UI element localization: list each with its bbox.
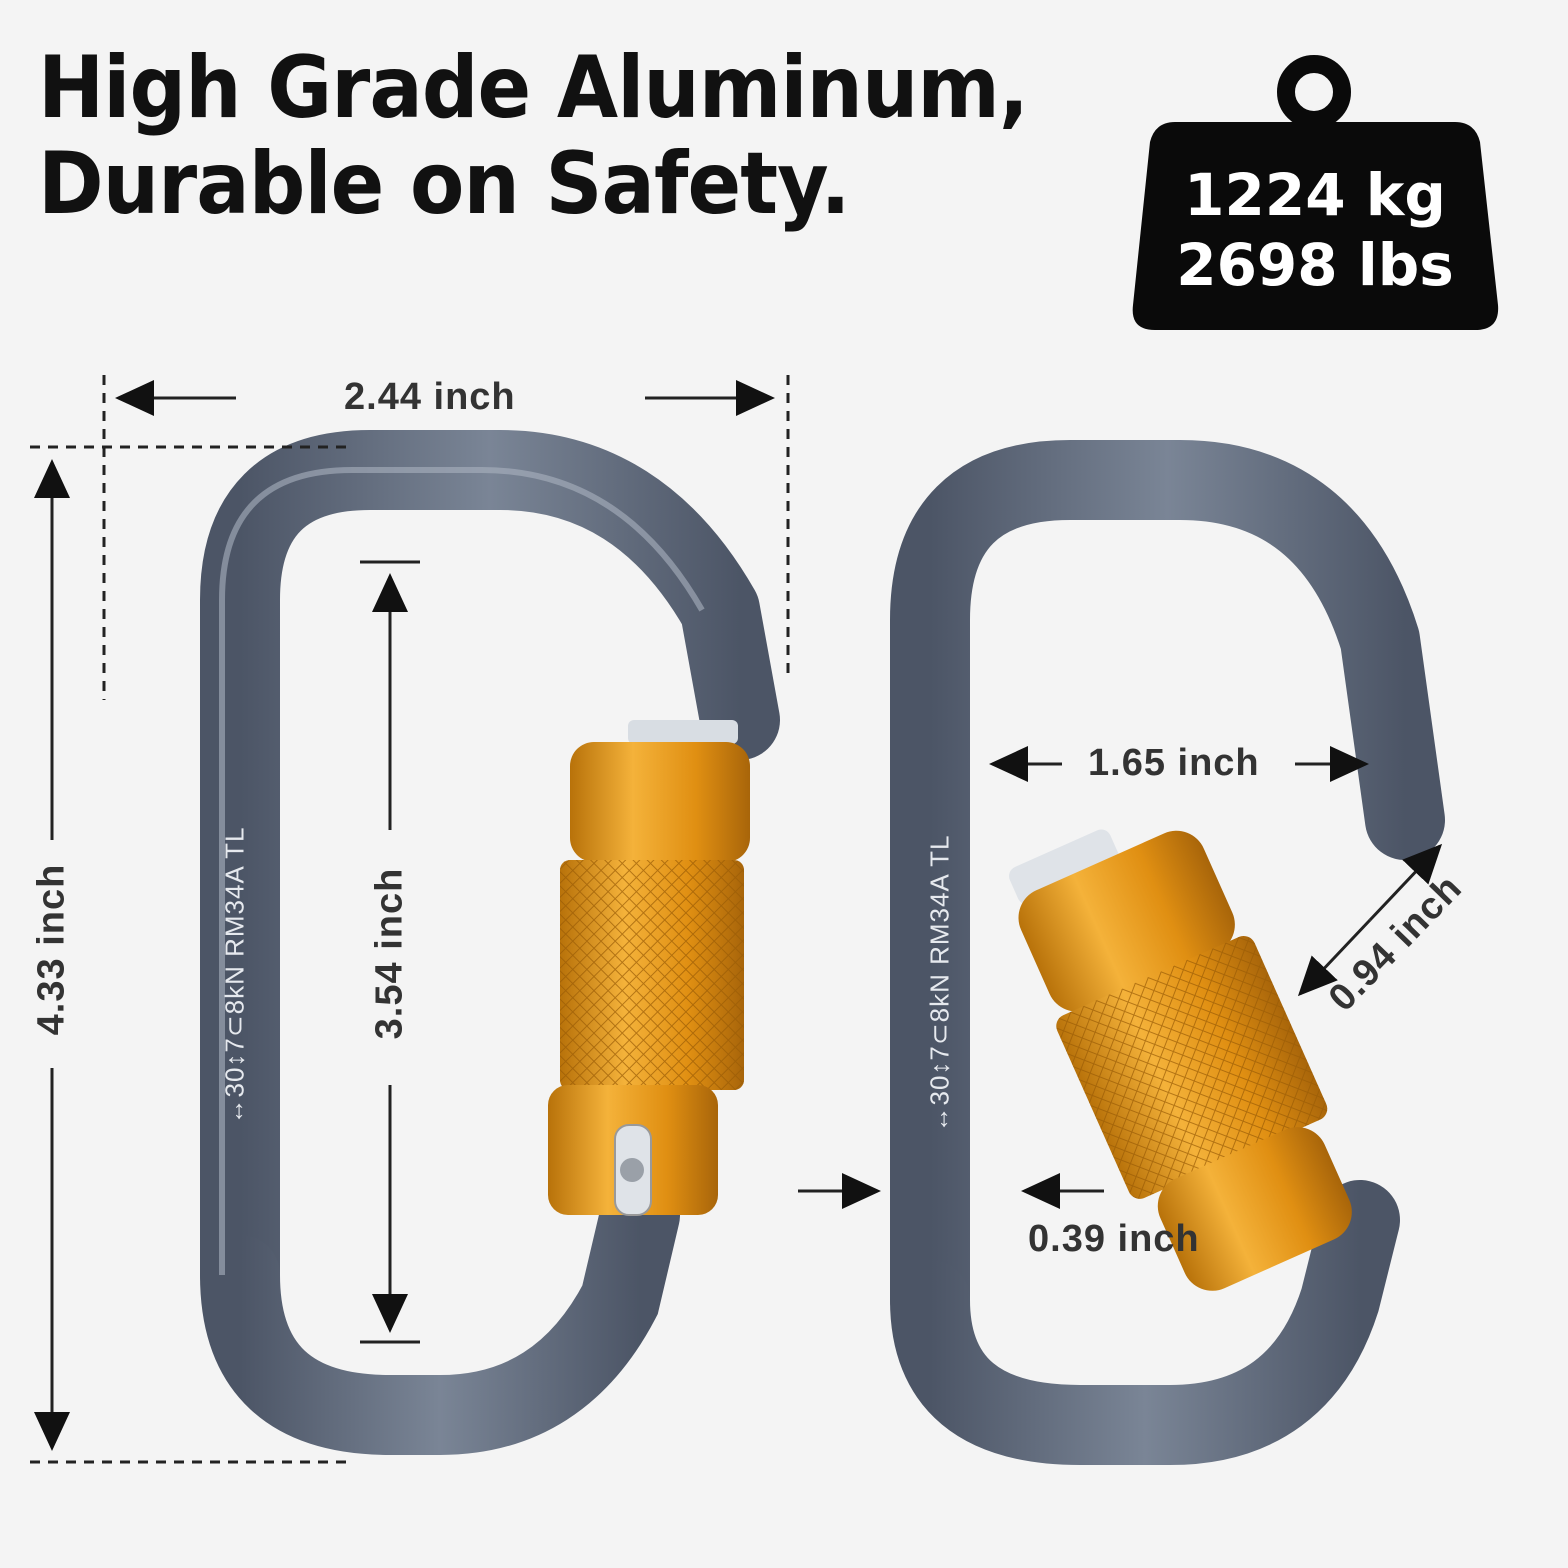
weight-lbs: 2698 lbs xyxy=(1176,231,1454,299)
engraving-left: ↔30↕7⊂8kN RM34A TL xyxy=(219,826,250,1125)
inner-length-label: 3.54 inch xyxy=(368,867,411,1040)
left-carabiner xyxy=(200,430,780,1455)
dimension-lines xyxy=(30,375,1443,1464)
height-label: 4.33 inch xyxy=(30,863,73,1036)
right-carabiner xyxy=(890,440,1445,1465)
weight-badge-text: 1224 kg 2698 lbs xyxy=(1130,160,1500,300)
headline-line-2: Durable on Safety. xyxy=(38,134,851,234)
width-label: 2.44 inch xyxy=(344,376,516,418)
engraving-right: ↔30↕7⊂8kN RM34A TL xyxy=(924,834,955,1133)
weight-kg: 1224 kg xyxy=(1184,161,1446,229)
headline: High Grade Aluminum, Durable on Safety. xyxy=(38,38,1029,234)
bar-thickness-label: 0.39 inch xyxy=(1028,1218,1200,1260)
headline-line-1: High Grade Aluminum, xyxy=(38,38,1029,138)
gate-opening-label: 1.65 inch xyxy=(1088,742,1260,784)
weight-icon xyxy=(1132,55,1499,330)
